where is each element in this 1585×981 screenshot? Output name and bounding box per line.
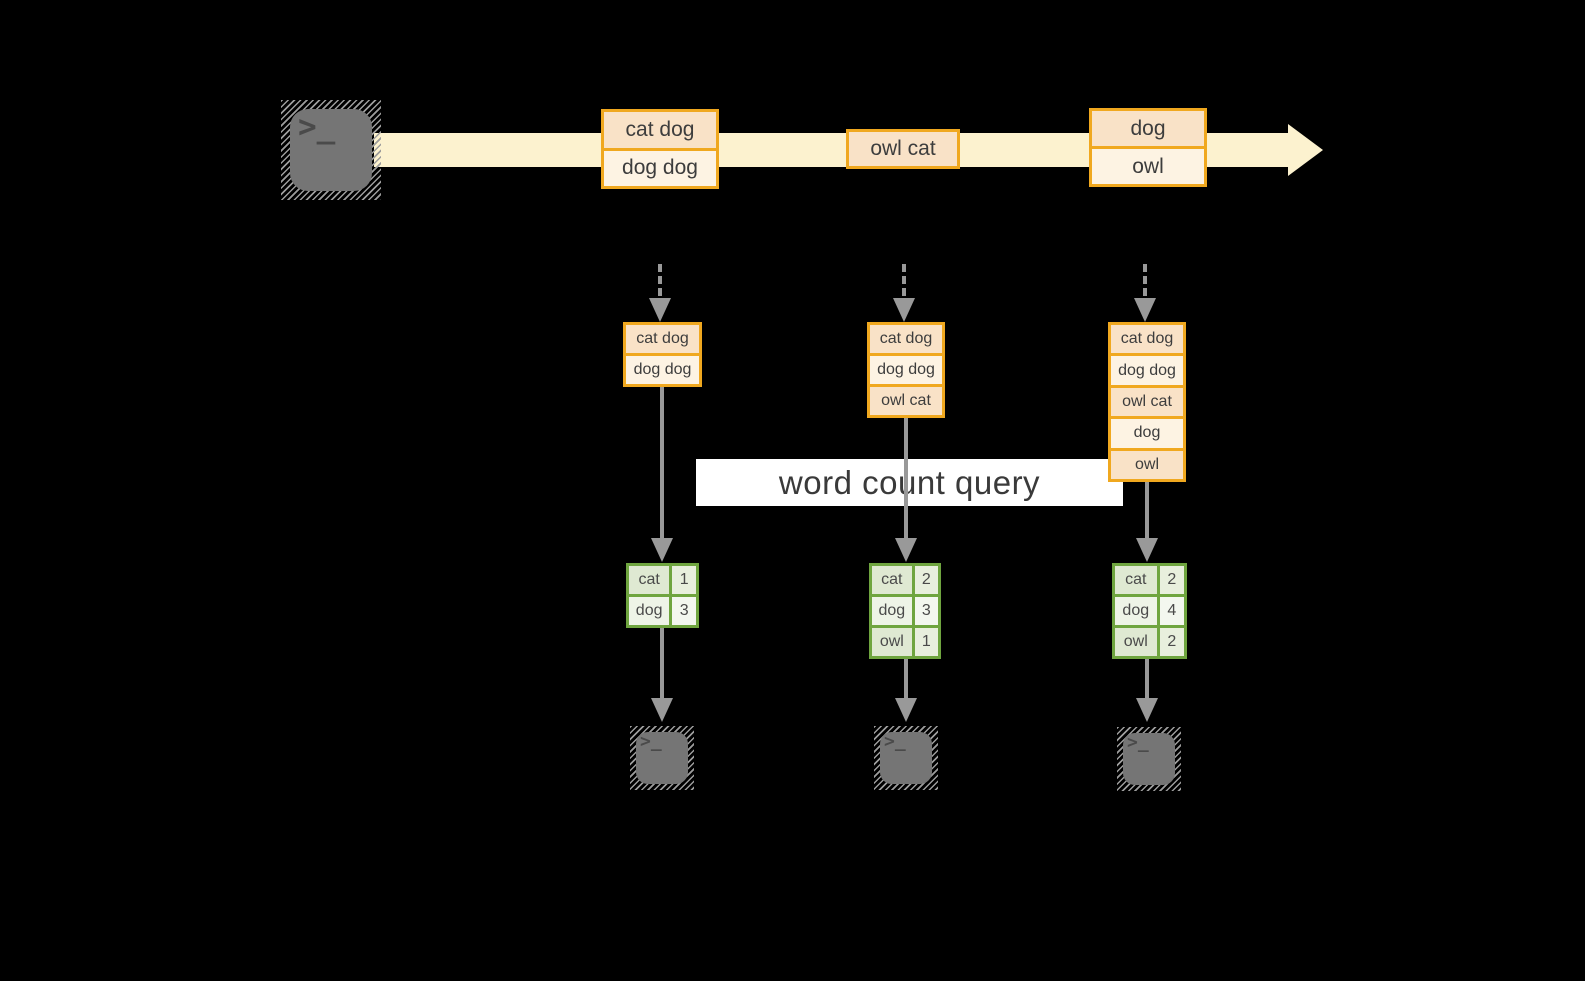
- word-cell: dog: [629, 597, 673, 625]
- output-arrow-3: [1145, 659, 1149, 698]
- stream-batch-2: owl cat: [846, 129, 960, 169]
- window-item: owl: [1111, 447, 1183, 480]
- table-row: cat 1: [629, 566, 696, 594]
- terminal-prompt-icon: >_: [884, 731, 906, 752]
- count-cell: 2: [1159, 566, 1184, 594]
- table-row: cat 2: [872, 566, 938, 594]
- snapshot-arrow-1: [658, 264, 662, 296]
- window-buffer-2: cat dog dog dog owl cat: [867, 322, 945, 418]
- stream-item: dog: [1092, 111, 1204, 146]
- stream-arrowhead: [1288, 124, 1323, 176]
- word-cell: dog: [872, 597, 915, 625]
- table-row: owl 2: [1115, 625, 1184, 656]
- query-banner: word count query: [696, 459, 1123, 506]
- output-terminal-icon-1: >_: [630, 726, 694, 790]
- count-cell: 3: [914, 597, 938, 625]
- output-arrow-2: [904, 659, 908, 698]
- stream-item: dog dog: [604, 147, 716, 186]
- window-item: cat dog: [870, 325, 942, 353]
- terminal-screen: [636, 732, 688, 784]
- query-arrowhead-3: [1136, 538, 1158, 562]
- word-cell: cat: [1115, 566, 1160, 594]
- window-item: cat dog: [626, 325, 699, 353]
- window-item: dog dog: [870, 353, 942, 384]
- query-arrowhead-2: [895, 538, 917, 562]
- word-cell: dog: [1115, 597, 1160, 625]
- stream-batch-1: cat dog dog dog: [601, 109, 719, 189]
- window-item: owl cat: [1111, 384, 1183, 417]
- snapshot-arrowhead-2: [893, 298, 915, 322]
- word-count-table-2: cat 2 dog 3 owl 1: [869, 563, 941, 659]
- output-arrow-1: [660, 628, 664, 698]
- window-item: cat dog: [1111, 325, 1183, 354]
- terminal-prompt-icon: >_: [298, 109, 336, 145]
- word-cell: owl: [1115, 628, 1160, 656]
- table-row: dog 4: [1115, 594, 1184, 625]
- query-banner-label: word count query: [778, 463, 1041, 501]
- terminal-screen: [880, 732, 932, 784]
- snapshot-arrow-3: [1143, 264, 1147, 296]
- word-cell: cat: [872, 566, 915, 594]
- snapshot-arrow-2: [902, 264, 906, 296]
- window-item: owl cat: [870, 384, 942, 415]
- stream-batch-3: dog owl: [1089, 108, 1207, 187]
- output-arrowhead-1: [651, 698, 673, 722]
- query-arrow-2: [904, 418, 908, 538]
- word-cell: cat: [629, 566, 673, 594]
- snapshot-arrowhead-3: [1134, 298, 1156, 322]
- output-terminal-icon-2: >_: [874, 726, 938, 790]
- word-count-table-1: cat 1 dog 3: [626, 563, 699, 628]
- output-terminal-icon-3: >_: [1117, 727, 1181, 791]
- stream-item: owl: [1092, 146, 1204, 184]
- table-row: cat 2: [1115, 566, 1184, 594]
- terminal-prompt-icon: >_: [640, 731, 662, 752]
- window-item: dog dog: [1111, 353, 1183, 385]
- query-arrowhead-1: [651, 538, 673, 562]
- count-cell: 1: [672, 566, 696, 594]
- table-row: dog 3: [872, 594, 938, 625]
- terminal-prompt-icon: >_: [1127, 732, 1149, 753]
- source-terminal-icon: >_: [281, 100, 381, 200]
- table-row: dog 3: [629, 594, 696, 625]
- terminal-screen: [1123, 733, 1175, 785]
- window-item: dog dog: [626, 353, 699, 384]
- count-cell: 2: [1159, 628, 1184, 656]
- count-cell: 1: [914, 628, 938, 656]
- count-cell: 3: [672, 597, 696, 625]
- stream-item: cat dog: [604, 112, 716, 148]
- stream-item: owl cat: [849, 132, 957, 166]
- count-cell: 2: [914, 566, 938, 594]
- output-arrowhead-2: [895, 698, 917, 722]
- query-arrow-1: [660, 387, 664, 538]
- window-buffer-1: cat dog dog dog: [623, 322, 702, 387]
- terminal-screen: [290, 109, 372, 191]
- word-cell: owl: [872, 628, 915, 656]
- window-item: dog: [1111, 416, 1183, 448]
- snapshot-arrowhead-1: [649, 298, 671, 322]
- word-count-table-3: cat 2 dog 4 owl 2: [1112, 563, 1187, 659]
- query-arrow-3: [1145, 482, 1149, 538]
- window-buffer-3: cat dog dog dog owl cat dog owl: [1108, 322, 1186, 482]
- output-arrowhead-3: [1136, 698, 1158, 722]
- count-cell: 4: [1159, 597, 1184, 625]
- table-row: owl 1: [872, 625, 938, 656]
